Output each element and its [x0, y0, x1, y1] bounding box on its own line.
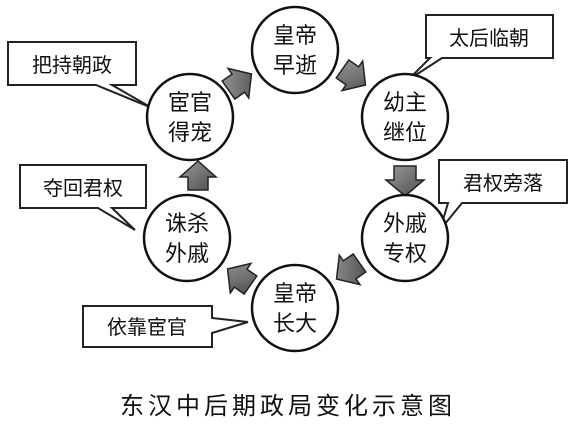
callout-power-shift-box — [438, 159, 568, 231]
node-emperor-grows: 皇帝 长大 — [250, 263, 340, 353]
callout-control-box — [7, 41, 153, 109]
node-kill-consort-clan: 诛杀 外戚 — [142, 193, 232, 283]
arrow-kill-to-eunuchs — [178, 159, 218, 191]
callout-reclaim-text: 夺回君权 — [43, 176, 123, 200]
callout-regent: 太后临朝 — [407, 14, 554, 81]
callout-reclaim: 夺回君权 — [19, 164, 147, 231]
arrow-eunuchs-to-dies — [221, 67, 253, 101]
callout-rely: 依靠宦官 — [82, 305, 249, 348]
callout-rely-text: 依靠宦官 — [107, 315, 187, 339]
node-emperor-dies-line1: 皇帝 — [273, 24, 317, 49]
arrow-dies-to-child — [335, 58, 367, 92]
node-kill-consort-clan-line2: 外戚 — [165, 242, 209, 267]
node-eunuchs-favored-line2: 得宠 — [168, 121, 212, 146]
diagram-caption: 东汉中后期政局变化示意图 — [120, 392, 456, 420]
node-emperor-grows-line2: 长大 — [273, 312, 317, 337]
node-child-throne: 幼主 继位 — [360, 72, 450, 162]
cycle-arrows — [178, 58, 427, 296]
node-eunuchs-favored: 宦官 得宠 — [145, 72, 235, 162]
node-emperor-grows-line1: 皇帝 — [273, 282, 317, 307]
callout-reclaim-box — [19, 164, 147, 231]
callout-power-shift-text: 君权旁落 — [463, 171, 543, 195]
callout-rely-box — [82, 305, 249, 348]
callout-control: 把持朝政 — [7, 41, 153, 109]
node-kill-consort-clan-line1: 诛杀 — [165, 212, 209, 237]
node-consort-clan-power-line1: 外戚 — [383, 212, 427, 237]
arrow-grows-to-kill — [226, 262, 258, 296]
arrow-consort-to-grows — [335, 252, 367, 286]
node-eunuchs-favored-line1: 宦官 — [168, 91, 212, 116]
callout-control-text: 把持朝政 — [32, 53, 112, 77]
callout-regent-box — [407, 14, 554, 81]
callout-power-shift: 君权旁落 — [438, 159, 568, 231]
node-emperor-dies: 皇帝 早逝 — [250, 5, 340, 95]
node-emperor-dies-line2: 早逝 — [273, 54, 317, 79]
node-child-throne-line2: 继位 — [383, 121, 427, 146]
node-consort-clan-power: 外戚 专权 — [360, 193, 450, 283]
callout-regent-text: 太后临朝 — [449, 26, 529, 50]
arrow-child-to-consort — [383, 165, 427, 197]
node-consort-clan-power-line2: 专权 — [383, 242, 427, 267]
node-child-throne-line1: 幼主 — [383, 91, 427, 116]
